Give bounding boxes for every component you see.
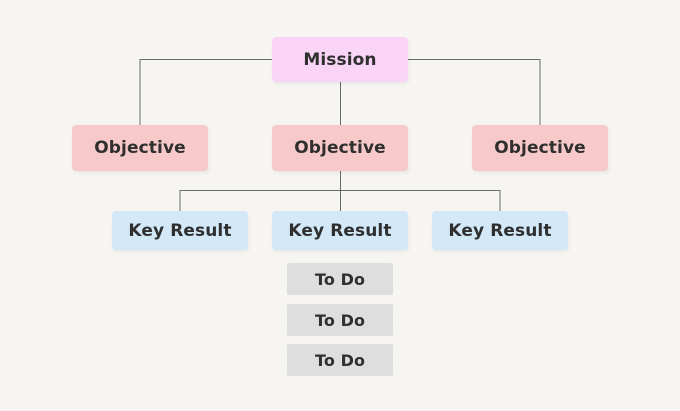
todo-node-1[interactable]: To Do [287,263,393,295]
objective-node-2[interactable]: Objective [272,125,408,171]
objective-node-3[interactable]: Objective [472,125,608,171]
todo-node-2[interactable]: To Do [287,304,393,336]
key-result-node-1[interactable]: Key Result [112,211,248,250]
key-result-node-2[interactable]: Key Result [272,211,408,250]
objective-node-1[interactable]: Objective [72,125,208,171]
todo-node-3[interactable]: To Do [287,344,393,376]
key-result-node-3[interactable]: Key Result [432,211,568,250]
connector-keyresult-branch [179,190,501,211]
connector-mission-objective-right [408,59,541,125]
connector-mission-objective-left [139,59,272,125]
mission-node[interactable]: Mission [272,37,408,82]
